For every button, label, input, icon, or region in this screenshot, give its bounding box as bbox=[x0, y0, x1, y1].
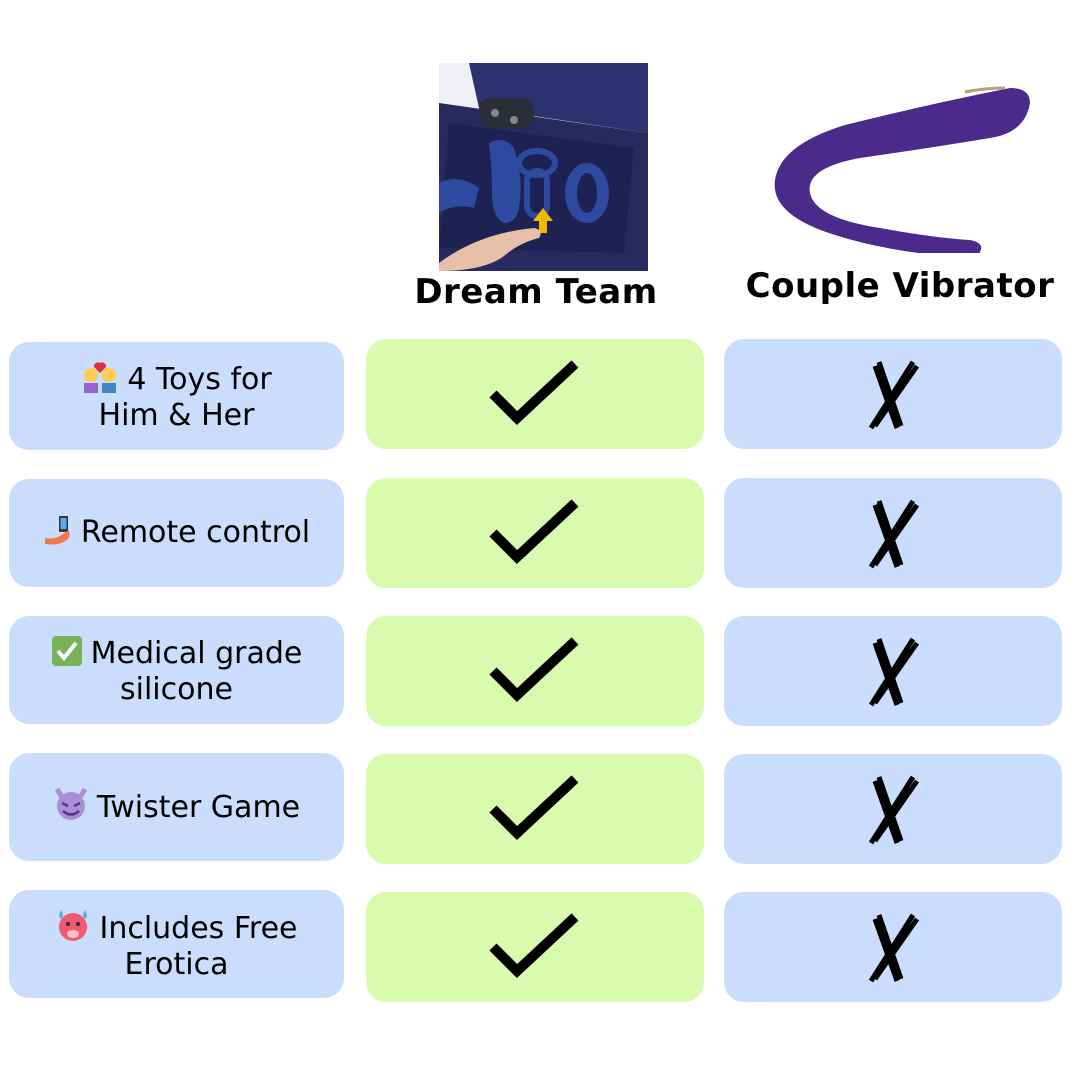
cross-mark-icon bbox=[863, 635, 923, 707]
feature-label-line2: Him & Her bbox=[98, 397, 255, 433]
feature-row-2: Remote control bbox=[9, 479, 344, 587]
cross-mark-icon bbox=[863, 497, 923, 569]
dream-team-row-2-check bbox=[366, 478, 704, 588]
couple-vibrator-row-5-cross bbox=[724, 892, 1062, 1002]
feature-label: Medical grade bbox=[90, 635, 303, 671]
feature-row-1: 4 Toys for Him & Her bbox=[9, 342, 344, 450]
cross-mark-icon bbox=[863, 911, 923, 983]
couple-vibrator-row-4-cross bbox=[724, 754, 1062, 864]
dream-team-row-1-check bbox=[366, 339, 704, 449]
check-mark-icon bbox=[487, 358, 583, 430]
dream-team-row-5-check bbox=[366, 892, 704, 1002]
column-title-couple-vibrator: Couple Vibrator bbox=[745, 266, 1055, 306]
couple-vibrator-row-2-cross bbox=[724, 478, 1062, 588]
feature-label: Includes Free bbox=[99, 910, 298, 946]
check-mark-button-icon bbox=[51, 635, 83, 674]
dream-team-row-4-check bbox=[366, 754, 704, 864]
couple-vibrator-row-1-cross bbox=[724, 339, 1062, 449]
dream-team-row-3-check bbox=[366, 616, 704, 726]
feature-label-line2: Erotica bbox=[124, 946, 229, 982]
feature-row-5: Includes Free Erotica bbox=[9, 890, 344, 998]
feature-label: Twister Game bbox=[96, 789, 301, 825]
cross-mark-icon bbox=[863, 773, 923, 845]
check-mark-icon bbox=[487, 497, 583, 569]
hot-face-icon bbox=[55, 908, 91, 949]
cross-mark-icon bbox=[863, 358, 923, 430]
feature-label: Remote control bbox=[80, 514, 311, 550]
check-mark-icon bbox=[487, 911, 583, 983]
couple-vibrator-product-image bbox=[765, 78, 1035, 258]
check-mark-icon bbox=[487, 773, 583, 845]
feature-row-3: Medical grade silicone bbox=[9, 616, 344, 724]
column-title-dream-team: Dream Team bbox=[414, 272, 658, 312]
check-mark-icon bbox=[487, 635, 583, 707]
feature-row-4: Twister Game bbox=[9, 753, 344, 861]
couple-vibrator-row-3-cross bbox=[724, 616, 1062, 726]
smiling-devil-icon bbox=[53, 787, 89, 828]
selfie-phone-icon bbox=[43, 514, 73, 553]
feature-label: 4 Toys for bbox=[127, 361, 272, 397]
feature-label-line2: silicone bbox=[120, 671, 233, 707]
couple-with-heart-icon bbox=[81, 361, 119, 400]
dream-team-product-image bbox=[439, 63, 648, 271]
